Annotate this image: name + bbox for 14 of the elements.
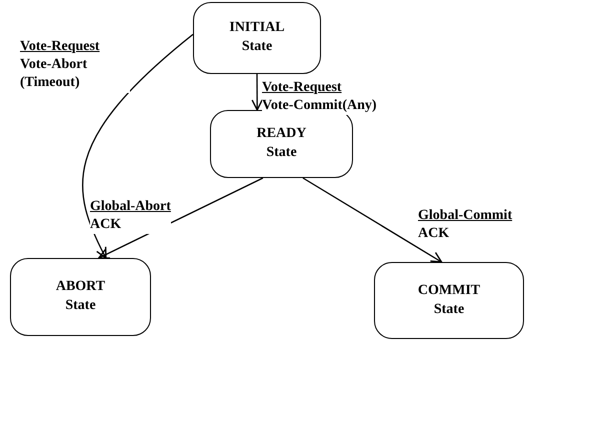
state-label: INITIAL State bbox=[228, 19, 286, 56]
edge-label: Vote-Request Vote-Commit(Any) bbox=[262, 79, 377, 116]
state-box bbox=[10, 258, 151, 336]
state-box bbox=[193, 2, 321, 74]
arrow bbox=[251, 74, 263, 111]
state-label: COMMIT State bbox=[416, 282, 482, 318]
state-box bbox=[210, 110, 353, 178]
arrow bbox=[302, 177, 442, 263]
state-label: ABORT State bbox=[54, 278, 106, 315]
state-label: READY State bbox=[256, 125, 308, 162]
edge-label: Global-Abort ACK bbox=[90, 198, 171, 234]
edge-label: Vote-Request Vote-Abort (Timeout) bbox=[20, 38, 130, 93]
state-box bbox=[374, 262, 524, 339]
arrow bbox=[82, 34, 194, 259]
